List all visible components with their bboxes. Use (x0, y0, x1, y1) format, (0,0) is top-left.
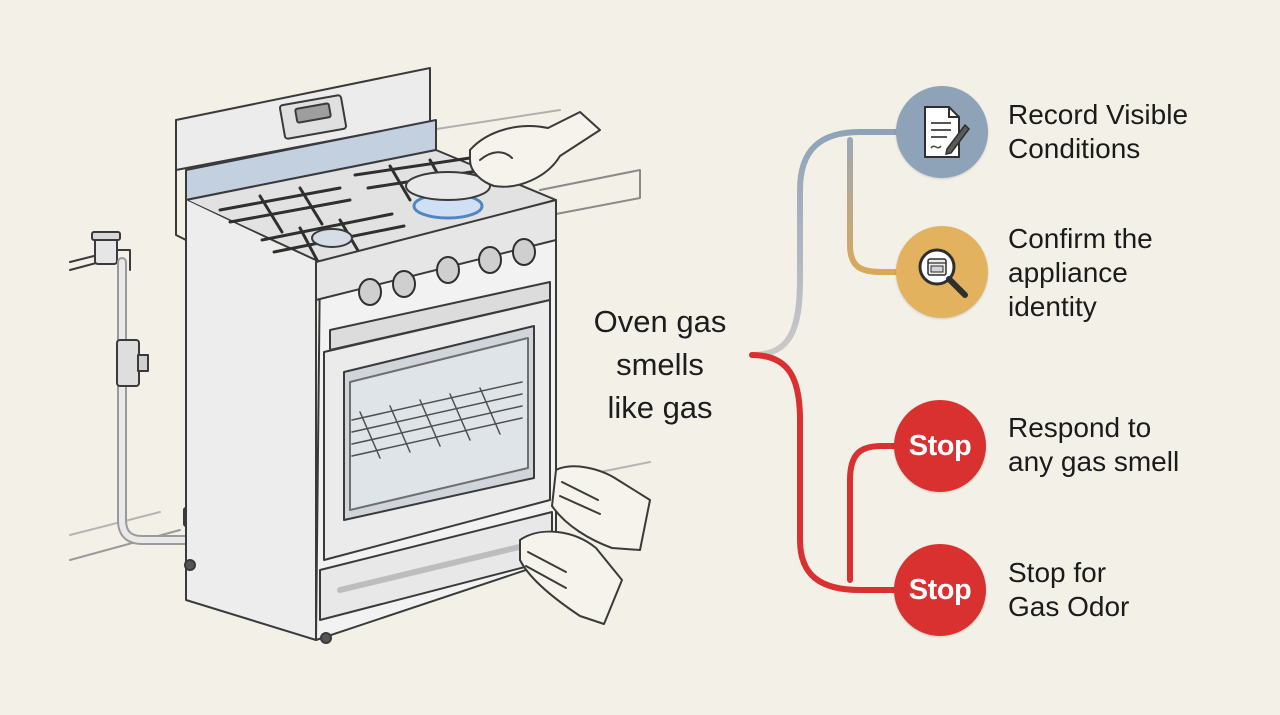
connector-upper-trunk (749, 129, 908, 358)
central-question: Oven gas smells like gas (560, 300, 760, 429)
connector-amber-branch (847, 137, 908, 275)
connector-stop-branch (847, 443, 908, 583)
stop-node-respond: Stop (894, 400, 986, 492)
stop-badge-respond: Stop (908, 429, 972, 462)
step-label-confirm-appliance: Confirm the appliance identity (1008, 223, 1153, 322)
gas-stove-illustration (69, 67, 651, 644)
central-question-line-2: smells (616, 347, 704, 382)
central-question-line-3: like gas (607, 390, 713, 425)
document-pen-icon (924, 106, 970, 158)
stop-node-gas-odor: Stop (894, 544, 986, 636)
step-label-stop-gas-odor: Stop for Gas Odor (1008, 557, 1130, 622)
step-label-record-conditions: Record Visible Conditions (1008, 99, 1189, 164)
record-conditions-node (896, 86, 988, 178)
confirm-appliance-node (896, 226, 988, 318)
stop-badge-gas-odor: Stop (908, 573, 972, 606)
connector-stop-trunk (749, 352, 908, 593)
magnifier-oven-icon (918, 248, 968, 298)
step-label-respond-gas-smell: Respond to any gas smell (1008, 412, 1180, 477)
central-question-line-1: Oven gas (593, 304, 727, 339)
